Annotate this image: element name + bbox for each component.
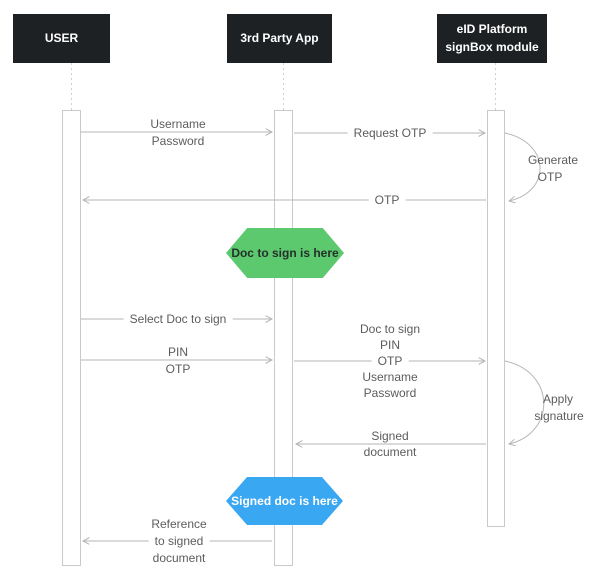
- label-signed: Signed: [371, 429, 409, 443]
- label-reference: Reference: [151, 517, 207, 531]
- label-reference-document: document: [152, 551, 206, 565]
- note-doc-to-sign-label: Doc to sign is here: [231, 246, 339, 260]
- label-sign-password: Password: [363, 386, 417, 400]
- label-generate-otp: OTP: [537, 170, 563, 184]
- label-sign-pin: PIN: [379, 338, 401, 352]
- label-sign-username: Username: [362, 370, 418, 384]
- label-signature: signature: [534, 409, 584, 423]
- label-otp: OTP: [165, 362, 191, 376]
- actor-box-user: USER: [13, 14, 110, 63]
- actor-box-third-party-app: 3rd Party App: [227, 14, 332, 63]
- label-sign-otp: OTP: [371, 354, 409, 368]
- label-signed-document: document: [363, 445, 417, 459]
- self-loop-apply-signature: [504, 360, 545, 444]
- actor-label-eid-line1: eID Platform: [456, 22, 528, 37]
- label-otp-return: OTP: [368, 193, 406, 207]
- activation-bar-eid-platform: [487, 110, 505, 527]
- actor-label-eid-line2: signBox module: [445, 39, 539, 54]
- label-to-signed: to signed: [148, 534, 210, 548]
- note-signed-doc-is-here: Signed doc is here: [226, 477, 343, 525]
- label-select-doc-to-sign: Select Doc to sign: [123, 312, 233, 326]
- label-password: Password: [151, 134, 205, 148]
- actor-label-user: USER: [44, 30, 79, 45]
- actor-label-third-party-app: 3rd Party App: [240, 30, 319, 45]
- label-request-otp: Request OTP: [347, 126, 433, 140]
- label-doc-to-sign: Doc to sign: [359, 322, 421, 336]
- note-doc-to-sign-is-here: Doc to sign is here: [226, 228, 344, 278]
- label-pin: PIN: [167, 345, 189, 359]
- note-signed-doc-label: Signed doc is here: [231, 494, 338, 508]
- label-apply: Apply: [542, 392, 574, 406]
- label-generate: Generate: [527, 153, 579, 167]
- activation-bar-user: [62, 110, 81, 566]
- actor-box-eid-platform: eID Platform signBox module: [437, 14, 547, 63]
- activation-bar-third-party-app: [274, 110, 293, 566]
- label-username: Username: [150, 117, 206, 131]
- self-loop-generate-otp: [504, 132, 541, 201]
